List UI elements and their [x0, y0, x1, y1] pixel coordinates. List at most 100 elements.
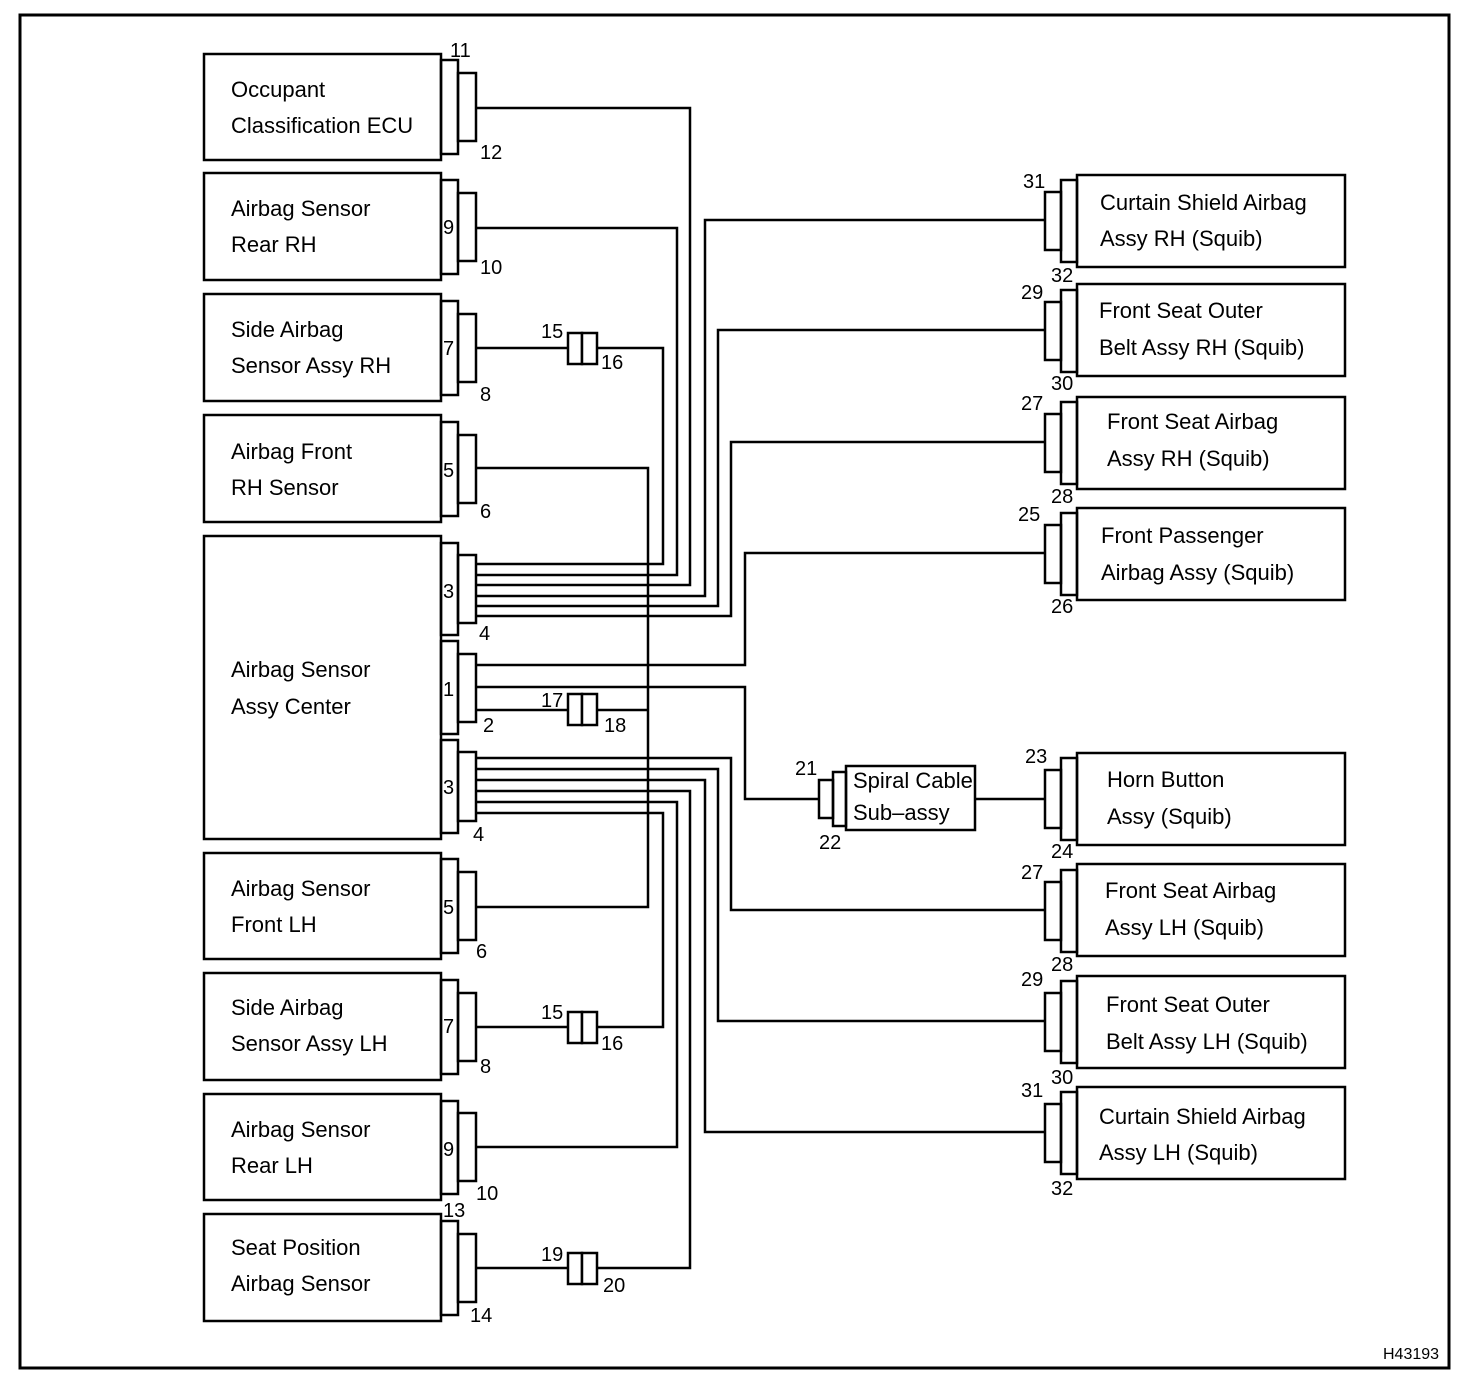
- pin-label: 12: [480, 142, 502, 164]
- connector-front-rh: [439, 420, 478, 518]
- sensor-front-lh-line2: Front LH: [231, 912, 317, 937]
- sensor-front-lh-box: [202, 851, 443, 961]
- junctions: [566, 331, 599, 1286]
- pin-label: 16: [601, 352, 623, 374]
- curtain-lh-line2: Assy LH (Squib): [1099, 1140, 1258, 1165]
- wire-belt-rh: [476, 328, 1045, 608]
- pin-label: 5: [443, 897, 454, 919]
- pin-label: 1: [443, 679, 454, 701]
- belt-lh-line1: Front Seat Outer: [1106, 992, 1270, 1017]
- belt-rh: [1043, 282, 1347, 378]
- sensor-rear-rh-line2: Rear RH: [231, 232, 317, 257]
- pin-label: 28: [1051, 954, 1073, 976]
- seat-airbag-lh-line1: Front Seat Airbag: [1105, 878, 1276, 903]
- side-sensor-lh-box: [202, 971, 443, 1082]
- wire-sensor-rear-lh: [476, 800, 679, 1149]
- pin-label: 7: [443, 1016, 454, 1038]
- passenger-airbag: [1043, 506, 1347, 602]
- belt-lh-line2: Belt Assy LH (Squib): [1106, 1029, 1308, 1054]
- passenger-airbag-line1: Front Passenger: [1101, 523, 1264, 548]
- belt-rh-line1: Front Seat Outer: [1099, 298, 1263, 323]
- junction-labels: 15 16 17 18 15 16 19 20: [541, 321, 626, 1297]
- wire-seat-airbag-rh: [476, 440, 1045, 618]
- pin-label: 5: [443, 460, 454, 482]
- pin-label: 20: [603, 1275, 625, 1297]
- wire-belt-lh: [476, 767, 1045, 1023]
- spiral-cable-line1: Spiral Cable: [853, 768, 973, 793]
- pin-label: 28: [1051, 486, 1073, 508]
- pin-label: 14: [470, 1305, 492, 1327]
- center-line2: Assy Center: [231, 694, 351, 719]
- seat-position-line2: Airbag Sensor: [231, 1271, 370, 1296]
- wire-curtain-rh: [476, 218, 1045, 598]
- pin-label: 10: [476, 1183, 498, 1205]
- wire-passenger-airbag: [476, 551, 1045, 667]
- connector-center-1: [439, 541, 478, 637]
- pin-label: 6: [476, 941, 487, 963]
- connector-center-3: [439, 738, 478, 835]
- horn-button-line2: Assy (Squib): [1107, 804, 1232, 829]
- side-sensor-rh-box: [202, 292, 443, 403]
- sensor-rear-lh-line1: Airbag Sensor: [231, 1117, 370, 1142]
- junction-15-16-rh: [566, 331, 599, 366]
- center-line1: Airbag Sensor: [231, 657, 370, 682]
- front-rh-sensor-box: [202, 413, 443, 524]
- spiral-cable-labels: Spiral Cable Sub–assy 21 22: [795, 758, 973, 854]
- pin-label: 3: [443, 777, 454, 799]
- pin-label: 32: [1051, 1178, 1073, 1200]
- belt-rh-line2: Belt Assy RH (Squib): [1099, 335, 1304, 360]
- right-components: [1043, 173, 1347, 1181]
- wire-curtain-lh: [476, 778, 1045, 1134]
- front-rh-sensor-line2: RH Sensor: [231, 475, 339, 500]
- sensor-rear-lh-line2: Rear LH: [231, 1153, 313, 1178]
- wire-side-lh: [476, 811, 665, 1029]
- occupant-ecu-line1: Occupant: [231, 77, 325, 102]
- connector-side-lh: [439, 978, 478, 1076]
- pin-label: 27: [1021, 862, 1043, 884]
- pin-label: 23: [1025, 746, 1047, 768]
- pin-label: 8: [480, 384, 491, 406]
- pin-label: 30: [1051, 1067, 1073, 1089]
- pin-label: 29: [1021, 969, 1043, 991]
- side-sensor-rh-line1: Side Airbag: [231, 317, 344, 342]
- center-box: [202, 534, 443, 841]
- seat-position-box: [202, 1212, 443, 1323]
- drawing-code: H43193: [1383, 1346, 1439, 1363]
- junction-19-20: [566, 1251, 599, 1286]
- right-labels: Curtain Shield Airbag Assy RH (Squib) 31…: [1018, 171, 1308, 1200]
- wire-spiral-cable: [476, 685, 819, 801]
- pin-label: 4: [479, 623, 490, 645]
- connector-seat-position: [439, 1219, 478, 1317]
- pin-label: 31: [1021, 1080, 1043, 1102]
- left-components: [202, 52, 478, 1323]
- wire-side-rh-b: [476, 346, 665, 566]
- spiral-cable-line2: Sub–assy: [853, 800, 950, 825]
- sensor-front-lh-line1: Airbag Sensor: [231, 876, 370, 901]
- wire-seat-airbag-lh: [476, 756, 1045, 912]
- pin-label: 15: [541, 1002, 563, 1024]
- pin-label: 26: [1051, 596, 1073, 618]
- pin-label: 9: [443, 1139, 454, 1161]
- side-sensor-lh-line1: Side Airbag: [231, 995, 344, 1020]
- pin-label: 6: [480, 501, 491, 523]
- front-rh-sensor-line1: Airbag Front: [231, 439, 352, 464]
- wire-seat-position: [476, 789, 692, 1270]
- pin-label: 24: [1051, 841, 1073, 863]
- pin-label: 3: [443, 581, 454, 603]
- pin-label: 4: [473, 824, 484, 846]
- junction-17-18: [566, 692, 599, 727]
- seat-position-line1: Seat Position: [231, 1235, 361, 1260]
- side-sensor-rh-line2: Sensor Assy RH: [231, 353, 391, 378]
- spiral-cable: [817, 764, 977, 832]
- curtain-rh-line1: Curtain Shield Airbag: [1100, 190, 1307, 215]
- pin-label: 31: [1023, 171, 1045, 193]
- pin-label: 15: [541, 321, 563, 343]
- occupant-ecu-line2: Classification ECU: [231, 113, 413, 138]
- sensor-rear-rh-box: [202, 171, 443, 282]
- pin-label: 11: [450, 40, 471, 62]
- pin-label: 10: [480, 257, 502, 279]
- connector-side-rh: [439, 299, 478, 397]
- connector-front-lh: [439, 857, 478, 955]
- pin-label: 21: [795, 758, 817, 780]
